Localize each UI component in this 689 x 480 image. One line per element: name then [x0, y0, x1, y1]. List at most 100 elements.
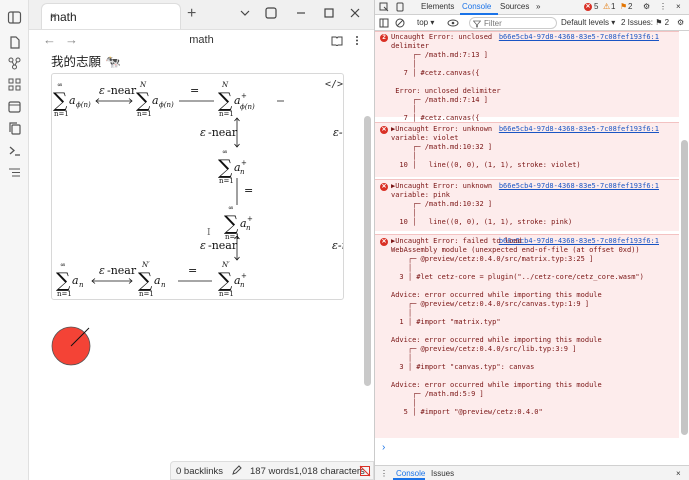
radius-line [70, 327, 90, 347]
tab-console[interactable]: Console [462, 2, 492, 11]
source-link[interactable]: b66e5cb4-97d8-4368-83e5-7c08fef193f6:1 [498, 182, 659, 190]
svg-text:∑: ∑ [53, 88, 68, 112]
warning-count[interactable]: 1 [611, 2, 616, 11]
tab-list-icon[interactable] [239, 7, 251, 19]
error-icon: ✕ [380, 238, 388, 246]
source-link[interactable]: b66e5cb4-97d8-4368-83e5-7c08fef193f6:1 [498, 237, 659, 245]
reading-mode-icon[interactable] [331, 35, 343, 46]
row3-eps-near-arrow: ε -near [91, 264, 137, 284]
back-button[interactable]: ← [43, 32, 56, 47]
graph-icon[interactable] [7, 56, 22, 71]
error-message: ▶Uncaught Error: failed to load WebAssem… [391, 237, 644, 416]
more-options-icon[interactable]: ⋮ [659, 2, 667, 11]
drawer-tabbar: ⋮ Console Issues × [375, 465, 689, 480]
svg-text:=: = [188, 264, 197, 277]
split-view-icon[interactable] [265, 7, 277, 19]
filter-placeholder: Filter [484, 19, 502, 28]
filter-input[interactable]: Filter [469, 17, 557, 29]
canvas-icon[interactable] [7, 77, 22, 92]
console-settings-icon[interactable]: ⚙ [677, 18, 685, 27]
status-bar: 0 backlinks 187 words 1,018 characters [170, 461, 374, 480]
tab-elements[interactable]: Elements [421, 2, 455, 11]
backlinks-count[interactable]: 0 backlinks [176, 466, 223, 477]
close-tab-icon[interactable]: × [50, 9, 58, 23]
svg-text:a: a [234, 161, 241, 174]
more-tabs-button[interactable]: » [536, 2, 541, 11]
sync-error-icon[interactable] [359, 465, 371, 477]
maximize-icon[interactable] [323, 7, 335, 19]
console-error-3[interactable]: ✕ b66e5cb4-97d8-4368-83e5-7c08fef193f6:1… [375, 179, 679, 231]
svg-text:ϕ(n): ϕ(n) [240, 103, 255, 111]
console-toolbar: top ▾ Filter Default levels ▾ 2 Issues: … [375, 15, 689, 31]
sidebar-toggle-icon[interactable] [379, 18, 389, 28]
error-message: ▶Uncaught Error: unknown variable: viole… [391, 125, 581, 169]
new-note-icon[interactable] [7, 35, 22, 50]
note-heading: 我的志願 🐄 [51, 54, 121, 69]
col-eps-near-1: ε -near [200, 117, 240, 148]
console-messages: 2 b66e5cb4-97d8-4368-83e5-7c08fef193f6:1… [375, 31, 679, 465]
svg-text:-near: -near [107, 264, 137, 277]
row1-sum-N-a-phi-plus: N ∑ n=1 a + ϕ(n) [218, 81, 255, 118]
svg-text:∑: ∑ [224, 211, 239, 235]
svg-text:∞: ∞ [57, 81, 63, 89]
note-title[interactable]: math [189, 34, 214, 46]
terminal-icon[interactable] [7, 143, 22, 158]
issue-count[interactable]: 2 [628, 2, 633, 11]
inspect-element-icon[interactable] [379, 2, 389, 12]
editor-scrollbar[interactable] [364, 116, 371, 386]
svg-text:=: = [244, 184, 253, 197]
error-count[interactable]: 5 [594, 2, 599, 11]
svg-text:ε: ε [200, 239, 206, 252]
console-scrollbar[interactable] [681, 140, 688, 435]
console-error-2[interactable]: ✕ b66e5cb4-97d8-4368-83e5-7c08fef193f6:1… [375, 122, 679, 177]
source-link[interactable]: b66e5cb4-97d8-4368-83e5-7c08fef193f6:1 [498, 33, 659, 41]
clear-console-icon[interactable] [395, 18, 405, 28]
issues-button[interactable]: 2 Issues: ⚑ 2 [621, 18, 670, 27]
console-prompt[interactable]: › [382, 442, 386, 453]
svg-text:ε: ε [200, 126, 206, 139]
error-group-badge: 2 [380, 34, 388, 42]
settings-gear-icon[interactable]: ⚙ [643, 2, 651, 11]
drawer-tab-issues[interactable]: Issues [431, 469, 455, 478]
svg-text:∑: ∑ [56, 268, 71, 292]
device-toolbar-icon[interactable] [395, 2, 405, 12]
code-toggle-icon[interactable]: </> [325, 79, 344, 90]
copy-icon[interactable] [7, 121, 22, 136]
devtools-panel: Elements Console Sources » ✕ 5 ⚠ 1 ⚑ 2 ⚙… [374, 0, 689, 480]
drawer-tab-console[interactable]: Console [396, 469, 426, 478]
calendar-icon[interactable] [7, 99, 22, 114]
word-count: 187 words [250, 466, 294, 477]
svg-text:∑: ∑ [218, 155, 233, 179]
svg-text:n: n [240, 281, 245, 289]
row3-sum-a: ∞ ∑ n=1 a n [56, 261, 84, 298]
svg-text:n=1: n=1 [139, 290, 154, 298]
console-error-1[interactable]: 2 b66e5cb4-97d8-4368-83e5-7c08fef193f6:1… [375, 31, 679, 122]
svg-text:n=1: n=1 [54, 110, 69, 118]
svg-text:+: + [247, 215, 253, 223]
context-selector[interactable]: top ▾ [417, 18, 435, 27]
log-levels-dropdown[interactable]: Default levels ▾ [561, 18, 616, 27]
warning-icon: ⚠ [603, 2, 611, 11]
close-window-icon[interactable] [349, 7, 361, 19]
svg-text:∞: ∞ [60, 261, 66, 269]
tab-math[interactable]: math × [41, 3, 181, 29]
source-link[interactable]: b66e5cb4-97d8-4368-83e5-7c08fef193f6:1 [498, 125, 659, 133]
close-drawer-button[interactable]: × [676, 469, 681, 478]
outline-icon[interactable] [7, 165, 22, 180]
tab-sources[interactable]: Sources [500, 2, 530, 11]
close-devtools-button[interactable]: × [676, 2, 681, 11]
forward-button[interactable]: → [65, 32, 78, 47]
more-options-icon[interactable] [351, 35, 363, 46]
svg-text:=: = [190, 84, 199, 97]
svg-text:n: n [240, 168, 245, 176]
svg-text:+: + [241, 92, 247, 100]
sidebar-toggle-icon[interactable] [7, 10, 22, 25]
drawer-menu-icon[interactable]: ⋮ [380, 469, 388, 478]
svg-text:∑: ∑ [218, 88, 233, 112]
console-error-4[interactable]: ✕ b66e5cb4-97d8-4368-83e5-7c08fef193f6:1… [375, 234, 679, 438]
new-tab-button[interactable]: + [187, 5, 197, 22]
minimize-icon[interactable] [295, 7, 307, 19]
edit-pencil-icon[interactable] [231, 465, 242, 476]
live-expression-eye-icon[interactable] [447, 18, 459, 28]
tab-label: math [50, 10, 77, 24]
